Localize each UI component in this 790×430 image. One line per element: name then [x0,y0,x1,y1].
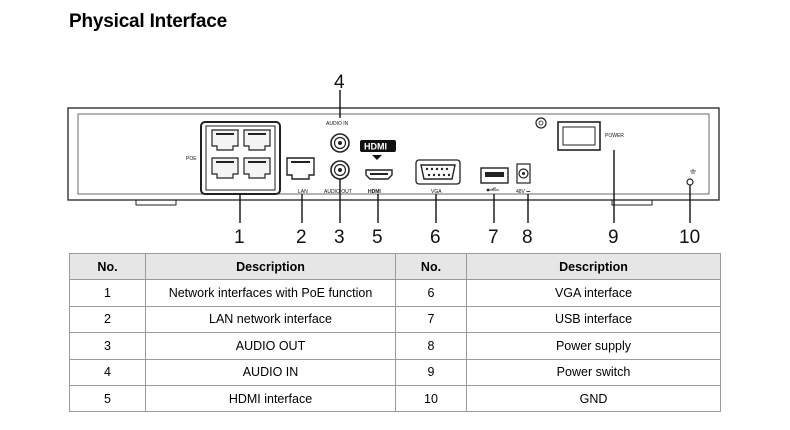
table-cell: HDMI interface [145,384,396,413]
table-cell: 2 [69,305,146,334]
callout-9: 9 [608,227,619,248]
ground-icon [690,169,696,174]
header-description-right: Description [466,252,721,281]
hdmi-logo-text: HDMI [364,142,387,152]
lan-label: LAN [298,189,308,195]
usb-icon [486,187,499,192]
callout-7: 7 [488,227,499,248]
interface-table: No. Description No. Description 1 Networ… [69,252,721,413]
table-cell: 5 [69,384,146,413]
vga-label: VGA [431,189,442,195]
callout-1: 1 [234,227,245,248]
hdmi-port [365,169,393,180]
header-description-left: Description [145,252,396,281]
table-cell: LAN network interface [145,305,396,334]
callout-8: 8 [522,227,533,248]
table-cell: VGA interface [466,279,721,307]
power-switch [557,121,601,151]
table-cell: 6 [395,279,467,307]
page-title: Physical Interface [69,11,227,32]
table-cell: 9 [395,358,467,386]
table-cell: Power switch [466,358,721,386]
callout-3: 3 [334,227,345,248]
nvr-rear-panel-diagram: POE LAN AUDIO IN AUDIO OUT HDMI HDMI [67,72,720,248]
table-row: 4 AUDIO IN 9 Power switch [69,358,721,386]
callout-5: 5 [372,227,383,248]
table-row: 2 LAN network interface 7 USB interface [69,305,721,334]
table-cell: Network interfaces with PoE function [145,279,396,307]
usb-port [480,167,509,184]
hdmi-logo: HDMI [360,140,396,160]
table-cell: 7 [395,305,467,334]
poe-label: POE [186,156,197,162]
dc-label: 48V ⎓ [516,189,530,195]
callout-2: 2 [296,227,307,248]
ground-terminal [686,178,694,186]
chassis-inner-outline [77,113,710,195]
lan-port [286,157,315,180]
table-cell: GND [466,384,721,413]
callout-leaders [239,90,691,223]
callout-6: 6 [430,227,441,248]
table-cell: AUDIO OUT [145,332,396,360]
table-row: 3 AUDIO OUT 8 Power supply [69,332,721,360]
table-header-row: No. Description No. Description [69,252,721,281]
table-cell: AUDIO IN [145,358,396,386]
table-cell: USB interface [466,305,721,334]
screw-icon [535,117,547,129]
audio-out-jack [330,160,350,180]
table-row: 1 Network interfaces with PoE function 6… [69,279,721,307]
dc-power-jack [516,163,531,184]
vga-port [415,159,461,185]
callout-10: 10 [679,227,700,248]
audio-out-label: AUDIO OUT [324,189,352,195]
callout-4: 4 [334,72,345,93]
hdmi-label: HDMI [368,189,381,195]
table-cell: Power supply [466,332,721,360]
poe-port-block [200,121,281,195]
chassis-outline [67,107,720,201]
table-row: 5 HDMI interface 10 GND [69,384,721,413]
table-cell: 3 [69,332,146,360]
table-cell: 4 [69,358,146,386]
table-cell: 8 [395,332,467,360]
table-cell: 1 [69,279,146,307]
audio-in-label: AUDIO IN [326,121,349,127]
header-no-right: No. [395,252,467,281]
header-no-left: No. [69,252,146,281]
power-label: POWER [605,133,624,139]
audio-in-jack [330,133,350,153]
table-cell: 10 [395,384,467,413]
